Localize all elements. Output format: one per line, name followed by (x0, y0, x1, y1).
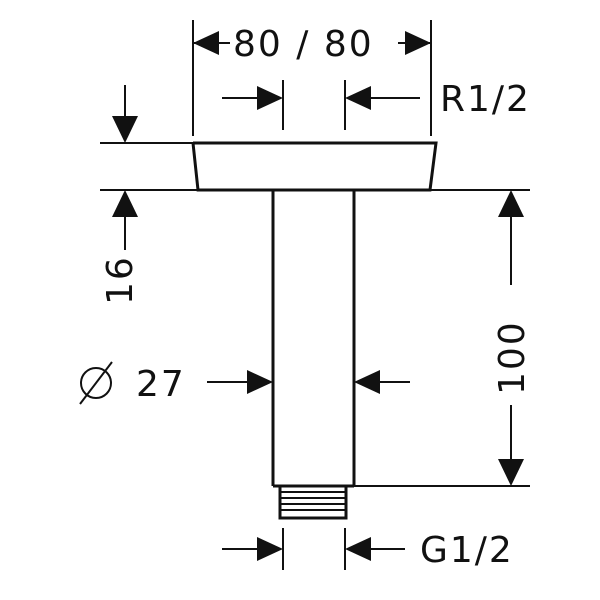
dimension-plate-height: 16 (100, 85, 141, 305)
thread-connector (278, 484, 348, 520)
arrow-down-icon (112, 116, 138, 143)
arrow-right-icon (405, 31, 431, 55)
arrow-right-icon (257, 86, 283, 110)
arrow-up-icon (112, 190, 138, 217)
plate-height-label: 16 (100, 255, 141, 305)
total-height-label: 100 (492, 320, 533, 395)
arrow-up-icon (498, 190, 524, 217)
dimension-diameter: 27 (79, 361, 410, 405)
arrow-left-icon (345, 86, 371, 110)
arrow-down-icon (498, 459, 524, 486)
ceiling-plate (191, 141, 438, 192)
dimension-thread-bottom: G1/2 (222, 530, 514, 571)
dimension-thread-top: R1/2 (222, 79, 531, 120)
arrow-left-icon (193, 31, 219, 55)
shower-arm-tube (271, 190, 356, 488)
arrow-left-icon (345, 537, 371, 561)
arrow-left-icon (354, 370, 380, 394)
extension-lines (100, 20, 530, 570)
top-width-label: 80 / 80 (233, 24, 374, 65)
arrow-right-icon (247, 370, 273, 394)
dimension-total-height: 100 (492, 190, 533, 486)
diameter-label: 27 (136, 364, 186, 405)
arrow-right-icon (257, 537, 283, 561)
thread-bottom-label: G1/2 (420, 530, 514, 571)
dimension-top-width: 80 / 80 (193, 24, 431, 65)
thread-top-label: R1/2 (440, 79, 531, 120)
diameter-icon (79, 361, 113, 405)
